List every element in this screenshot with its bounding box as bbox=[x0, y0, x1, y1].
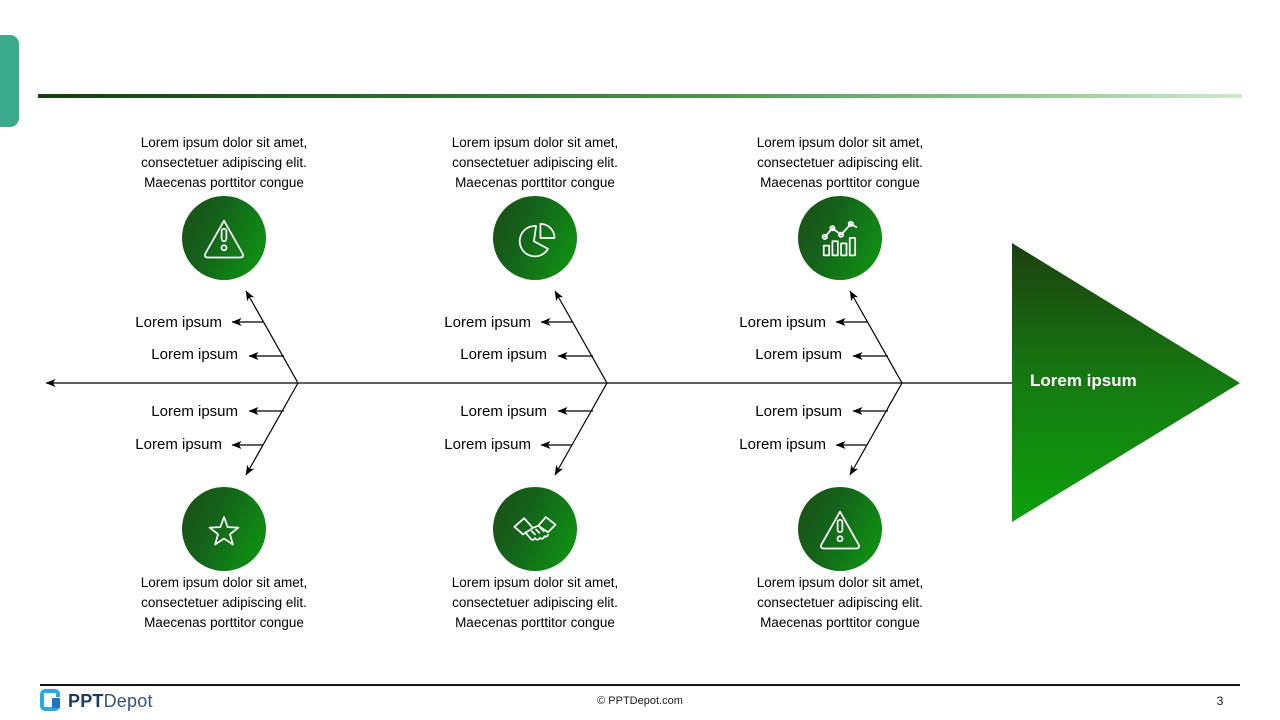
page-number: 3 bbox=[1216, 694, 1224, 708]
branch-label: Lorem ipsum bbox=[739, 436, 826, 453]
pie-chart-icon bbox=[518, 223, 556, 258]
pptdepot-logo-text: PPTDepot bbox=[68, 691, 153, 712]
logo-text-bold: PPT bbox=[68, 690, 104, 711]
fishbone-head-label: Lorem ipsum bbox=[1030, 371, 1137, 390]
handshake-icon bbox=[513, 516, 557, 541]
branch-label: Lorem ipsum bbox=[135, 436, 222, 453]
cause-node bbox=[182, 196, 266, 280]
warning-triangle-icon bbox=[820, 510, 860, 550]
cause-description: Lorem ipsum dolor sit amet, consectetuer… bbox=[451, 135, 619, 190]
cause-description: Lorem ipsum dolor sit amet, consectetuer… bbox=[140, 575, 308, 630]
cause-description: Lorem ipsum dolor sit amet, consectetuer… bbox=[140, 135, 308, 190]
branch-label: Lorem ipsum bbox=[739, 314, 826, 331]
star-icon bbox=[208, 516, 240, 546]
cause-node bbox=[182, 487, 266, 571]
cause-description: Lorem ipsum dolor sit amet, consectetuer… bbox=[451, 575, 619, 630]
branch-label: Lorem ipsum bbox=[460, 403, 547, 420]
header-divider-rule bbox=[38, 94, 1242, 98]
branch-label: Lorem ipsum bbox=[151, 403, 238, 420]
branch-label: Lorem ipsum bbox=[444, 436, 531, 453]
analytics-chart-icon bbox=[821, 220, 858, 257]
footer-copyright: © PPTDepot.com bbox=[597, 695, 683, 707]
branch-label: Lorem ipsum bbox=[460, 346, 547, 363]
cause-description: Lorem ipsum dolor sit amet, consectetuer… bbox=[756, 135, 924, 190]
branch-label: Lorem ipsum bbox=[151, 346, 238, 363]
branch-label: Lorem ipsum bbox=[135, 314, 222, 331]
pptdepot-logo-icon bbox=[40, 689, 62, 711]
cause-description: Lorem ipsum dolor sit amet, consectetuer… bbox=[756, 575, 924, 630]
footer-divider-rule bbox=[40, 684, 1240, 686]
pptdepot-logo: PPTDepot bbox=[40, 689, 153, 713]
branch-label: Lorem ipsum bbox=[444, 314, 531, 331]
cause-node bbox=[493, 196, 577, 280]
cause-node bbox=[798, 196, 882, 280]
cause-node bbox=[798, 487, 882, 571]
branch-label-arrows bbox=[231, 318, 888, 449]
logo-text-regular: Depot bbox=[103, 690, 153, 711]
cause-node bbox=[493, 487, 577, 571]
warning-triangle-icon bbox=[204, 219, 244, 259]
slide-accent-tab bbox=[0, 35, 19, 127]
branch-label: Lorem ipsum bbox=[755, 403, 842, 420]
branch-label: Lorem ipsum bbox=[755, 346, 842, 363]
